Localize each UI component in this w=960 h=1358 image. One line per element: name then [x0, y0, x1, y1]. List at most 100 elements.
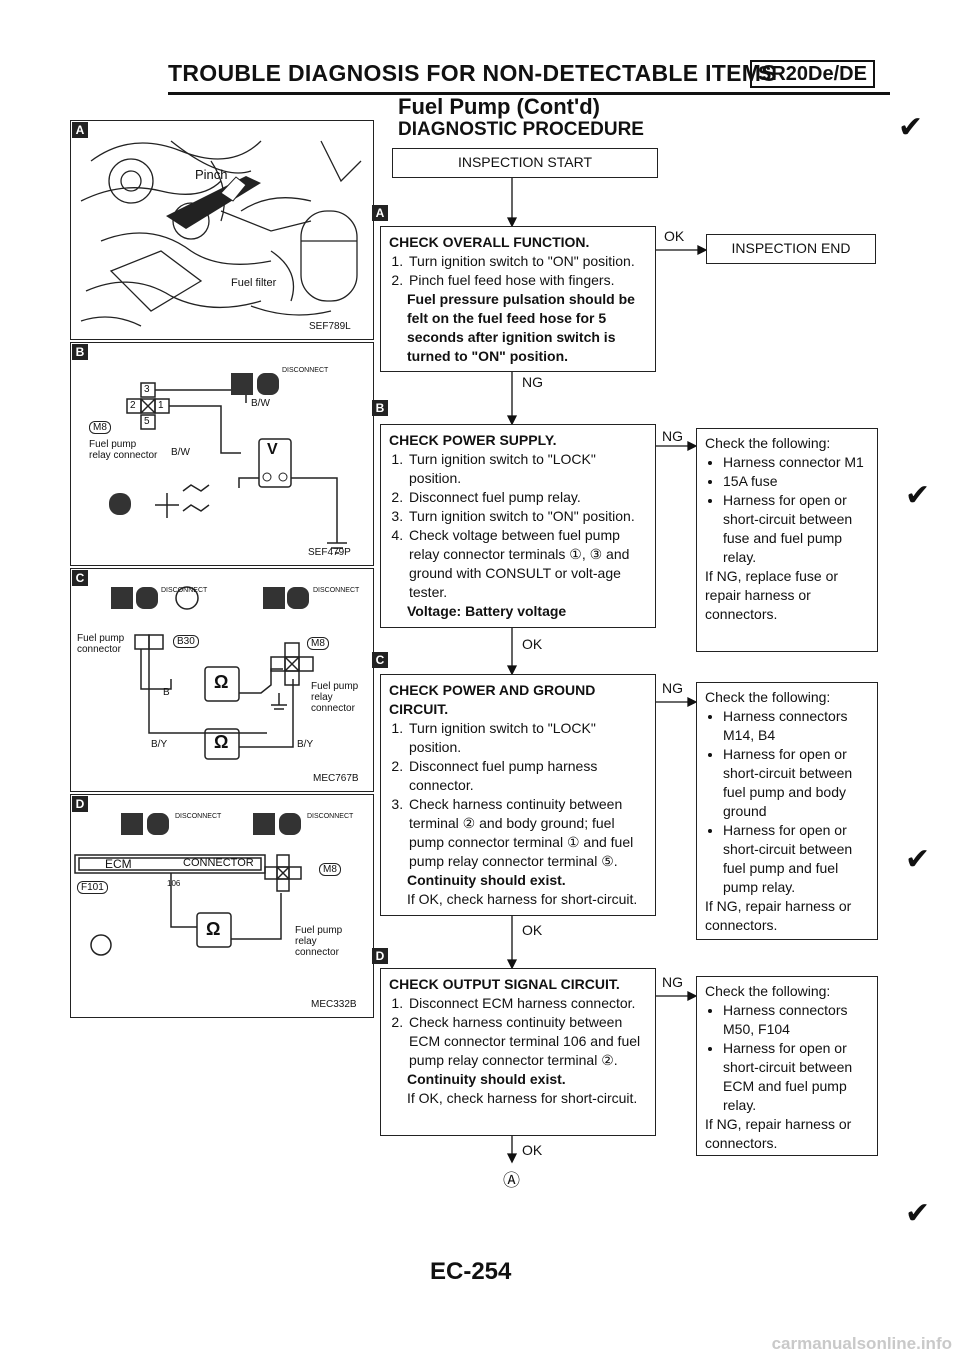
ng-label: NG	[522, 374, 543, 390]
pinch-label: Pinch	[195, 167, 228, 182]
connector-code-f101: F101	[77, 881, 108, 894]
ecm-label: ECM	[105, 857, 132, 871]
side-note: If NG, repair harness or connectors.	[705, 898, 852, 933]
panel-tag: D	[72, 796, 88, 812]
voltage-test-diagram	[109, 373, 347, 554]
side-item: 15A fuse	[723, 472, 869, 491]
side-title: Check the following:	[705, 435, 831, 451]
wire-color-label: B/W	[171, 447, 190, 458]
panel-tag: C	[72, 570, 88, 586]
ohmmeter-symbol: Ω	[206, 919, 221, 939]
disconnect-label: DISCONNECT	[175, 813, 222, 820]
step-check-overall-function: CHECK OVERALL FUNCTION. Turn ignition sw…	[380, 226, 656, 372]
step-note: If OK, check harness for short-circuit.	[407, 1090, 638, 1106]
side-note: If NG, replace fuse or repair harness or…	[705, 568, 839, 622]
step-check-power-ground-circuit: CHECK POWER AND GROUND CIRCUIT. Turn ign…	[380, 674, 656, 916]
panel-a-illustration: A Pinch Fuel filter SEF789L	[70, 120, 374, 340]
wire-color-label: B/Y	[151, 739, 168, 750]
side-item: Harness connectors M50, F104	[723, 1001, 869, 1039]
check-mark-icon: ✔	[905, 479, 931, 512]
step-title: CHECK OUTPUT SIGNAL CIRCUIT.	[389, 976, 620, 992]
ng-label: NG	[662, 428, 683, 444]
step-result: Fuel pressure pulsation should be felt o…	[407, 291, 635, 364]
page-subtitle: Fuel Pump (Cont'd)	[398, 94, 600, 119]
check-following-box: Check the following: Harness connectors …	[696, 976, 878, 1156]
connector-code-b30: B30	[173, 635, 199, 648]
side-item: Harness for open or short-circuit betwee…	[723, 1039, 869, 1115]
side-item: Harness for open or short-circuit betwee…	[723, 491, 869, 567]
connector-code-m8: M8	[89, 421, 111, 434]
header-rule	[168, 92, 890, 95]
inspection-start-box: INSPECTION START	[392, 148, 658, 178]
step-title: CHECK POWER SUPPLY.	[389, 432, 557, 448]
terminal-3: 3	[144, 384, 150, 395]
panel-c-diagram: C DISCONNECT DISCONNECT Fuel pump connec…	[70, 568, 374, 792]
disconnect-label: DISCONNECT	[161, 587, 208, 594]
step-title: CHECK OVERALL FUNCTION.	[389, 234, 590, 250]
step-item: Check harness continuity between termina…	[407, 795, 647, 871]
side-item: Harness for open or short-circuit betwee…	[723, 745, 869, 821]
relay-connector-label: Fuel pump relay connector	[311, 681, 359, 714]
voltmeter-symbol: V	[267, 441, 278, 458]
ok-label: OK	[522, 1142, 543, 1158]
step-result: Continuity should exist.	[407, 1071, 566, 1087]
disconnect-label: DISCONNECT	[307, 813, 354, 820]
check-mark-icon: ✔	[905, 843, 931, 876]
side-item: Harness connector M1	[723, 453, 869, 472]
step-result: Voltage: Battery voltage	[407, 603, 567, 619]
connector-code-m8: M8	[319, 863, 341, 876]
terminal-2: 2	[130, 400, 136, 411]
engine-sketch	[80, 140, 362, 327]
ok-label: OK	[522, 922, 543, 938]
terminal-1: 1	[158, 400, 164, 411]
step-result: Continuity should exist.	[407, 872, 566, 888]
step-item: Disconnect ECM harness connector.	[407, 994, 647, 1013]
ohmmeter-symbol: Ω	[214, 732, 229, 752]
figure-code: SEF789L	[309, 321, 351, 332]
figure-code: MEC332B	[311, 999, 357, 1010]
step-check-power-supply: CHECK POWER SUPPLY. Turn ignition switch…	[380, 424, 656, 628]
panel-tag: A	[72, 122, 88, 138]
disconnect-label: DISCONNECT	[313, 587, 360, 594]
step-item: Turn ignition switch to "ON" position.	[407, 252, 647, 271]
step-item: Turn ignition switch to "LOCK" position.	[407, 450, 647, 488]
step-note: If OK, check harness for short-circuit.	[407, 891, 638, 907]
step-marker-a: A	[372, 205, 388, 221]
output-signal-diagram	[74, 813, 302, 956]
terminal-106: 106	[167, 879, 181, 888]
connector-code-m8: M8	[307, 637, 329, 650]
step-check-output-signal-circuit: CHECK OUTPUT SIGNAL CIRCUIT. Disconnect …	[380, 968, 656, 1136]
step-marker-d: D	[372, 948, 388, 964]
wire-color-label: B	[163, 687, 170, 698]
wire-color-label: B/W	[251, 398, 270, 409]
step-marker-c: C	[372, 652, 388, 668]
step-item: Turn ignition switch to "ON" position.	[407, 507, 647, 526]
ok-label: OK	[522, 636, 543, 652]
ok-label: OK	[664, 228, 685, 244]
section-title: DIAGNOSTIC PROCEDURE	[398, 119, 644, 140]
figure-code: SEF479P	[308, 547, 351, 558]
step-marker-b: B	[372, 400, 388, 416]
step-item: Turn ignition switch to "LOCK" position.	[407, 719, 647, 757]
disconnect-label: DISCONNECT	[282, 367, 329, 374]
terminal-5: 5	[144, 416, 150, 427]
engine-badge: SR20De/DE	[750, 60, 875, 88]
relay-connector-label: Fuel pump relay connector	[295, 925, 343, 958]
figure-code: MEC767B	[313, 773, 359, 784]
page-number: EC-254	[430, 1258, 512, 1285]
check-following-box: Check the following: Harness connector M…	[696, 428, 878, 652]
side-item: Harness for open or short-circuit betwee…	[723, 821, 869, 897]
step-item: Disconnect fuel pump relay.	[407, 488, 647, 507]
continue-marker: Ⓐ	[503, 1171, 520, 1190]
panel-tag: B	[72, 344, 88, 360]
side-title: Check the following:	[705, 689, 831, 705]
panel-d-diagram: D DISCONNECT DISCONNECT ECM CONNECTOR F1…	[70, 794, 374, 1018]
fuel-filter-label: Fuel filter	[231, 277, 277, 289]
watermark-footer: carmanualsonline.info	[771, 1334, 952, 1353]
continuity-test-diagram	[111, 586, 314, 760]
step-item: Check voltage between fuel pump relay co…	[407, 526, 647, 602]
connector-label: Fuel pump relay connector	[89, 439, 158, 461]
step-item: Disconnect fuel pump harness connector.	[407, 757, 647, 795]
check-mark-icon: ✔	[898, 111, 924, 144]
